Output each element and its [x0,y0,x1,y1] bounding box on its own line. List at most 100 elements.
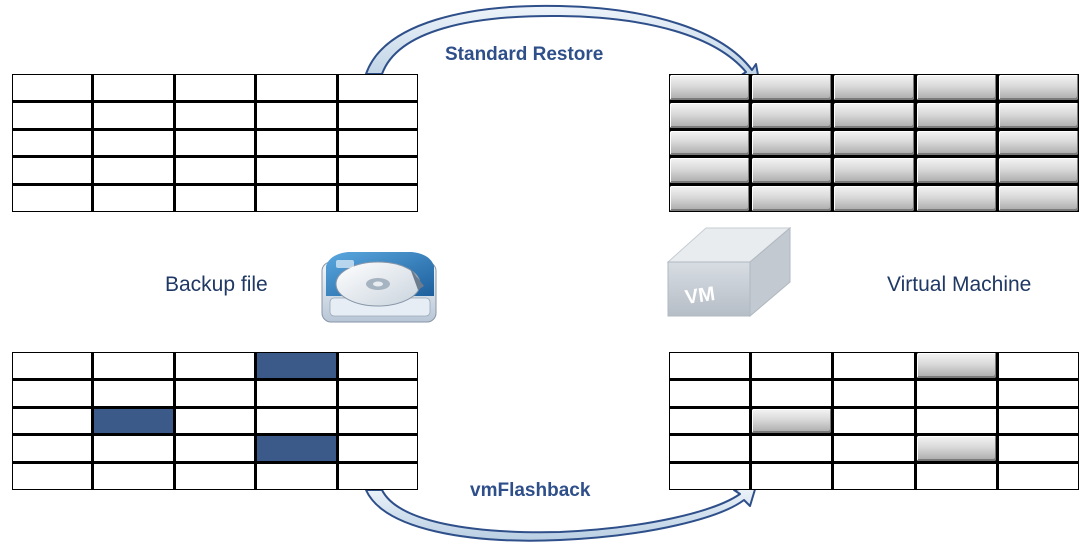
vm-grid-bottom [669,352,1079,490]
grid-cell [13,102,92,128]
restored-block-cell [916,353,996,378]
grid-cell [94,158,173,184]
vmflashback-label: vmFlashback [470,480,591,501]
grid-cell [338,408,417,434]
grid-cell [175,408,255,434]
grid-cell [257,186,336,211]
grid-cell [752,186,832,211]
grid-cell [916,408,996,434]
grid-cell [834,102,914,128]
grid-cell [916,186,996,211]
grid-cell [834,158,914,184]
grid-cell [998,158,1078,184]
grid-cell [998,75,1078,100]
grid-cell [670,75,750,100]
grid-cell [175,436,255,462]
grid-cell [94,186,173,211]
grid-cell [834,353,914,378]
grid-cell [338,102,417,128]
vm-box-text: VM [684,283,717,309]
grid-cell [13,353,92,378]
grid-cell [257,464,336,489]
grid-cell [670,353,750,378]
grid-cell [94,130,173,156]
hard-disk-icon [321,252,437,323]
backup-file-label: Backup file [165,273,268,296]
virtual-machine-label: Virtual Machine [887,273,1032,296]
grid-cell [670,102,750,128]
grid-cell [998,464,1078,489]
grid-cell [916,380,996,406]
grid-cell [338,186,417,211]
grid-cell [175,158,255,184]
grid-cell [916,102,996,128]
grid-cell [998,186,1078,211]
changed-block-cell [257,436,336,462]
grid-cell [752,353,832,378]
grid-cell [916,75,996,100]
grid-cell [998,102,1078,128]
grid-cell [998,353,1078,378]
grid-cell [834,464,914,489]
grid-cell [257,408,336,434]
grid-cell [175,102,255,128]
grid-cell [13,75,92,100]
grid-cell [834,380,914,406]
grid-cell [257,75,336,100]
grid-cell [916,130,996,156]
vm-grid-top [669,74,1079,212]
grid-cell [752,436,832,462]
grid-cell [175,380,255,406]
grid-cell [94,75,173,100]
grid-cell [916,464,996,489]
grid-cell [338,464,417,489]
grid-cell [94,353,173,378]
grid-cell [670,186,750,211]
grid-cell [834,436,914,462]
grid-cell [338,380,417,406]
grid-cell [670,464,750,489]
grid-cell [175,353,255,378]
backup-grid-top [12,74,418,212]
grid-cell [175,130,255,156]
grid-cell [175,75,255,100]
grid-cell [670,408,750,434]
grid-cell [175,464,255,489]
grid-cell [13,186,92,211]
grid-cell [257,130,336,156]
grid-cell [257,380,336,406]
standard-restore-label: Standard Restore [445,44,604,65]
grid-cell [670,380,750,406]
grid-cell [13,158,92,184]
grid-cell [94,464,173,489]
grid-cell [834,130,914,156]
restored-block-cell [752,408,832,434]
grid-cell [916,158,996,184]
grid-cell [998,380,1078,406]
grid-cell [175,186,255,211]
backup-grid-bottom [12,352,418,490]
grid-cell [13,436,92,462]
grid-cell [338,130,417,156]
grid-cell [670,130,750,156]
changed-block-cell [94,408,173,434]
grid-cell [752,158,832,184]
grid-cell [94,102,173,128]
grid-cell [257,158,336,184]
grid-cell [94,380,173,406]
grid-cell [94,436,173,462]
grid-cell [998,130,1078,156]
grid-cell [670,436,750,462]
grid-cell [670,158,750,184]
grid-cell [752,130,832,156]
grid-cell [998,408,1078,434]
grid-cell [752,75,832,100]
grid-cell [834,186,914,211]
changed-block-cell [257,353,336,378]
grid-cell [752,464,832,489]
grid-cell [338,158,417,184]
grid-cell [13,464,92,489]
grid-cell [752,380,832,406]
grid-cell [13,130,92,156]
